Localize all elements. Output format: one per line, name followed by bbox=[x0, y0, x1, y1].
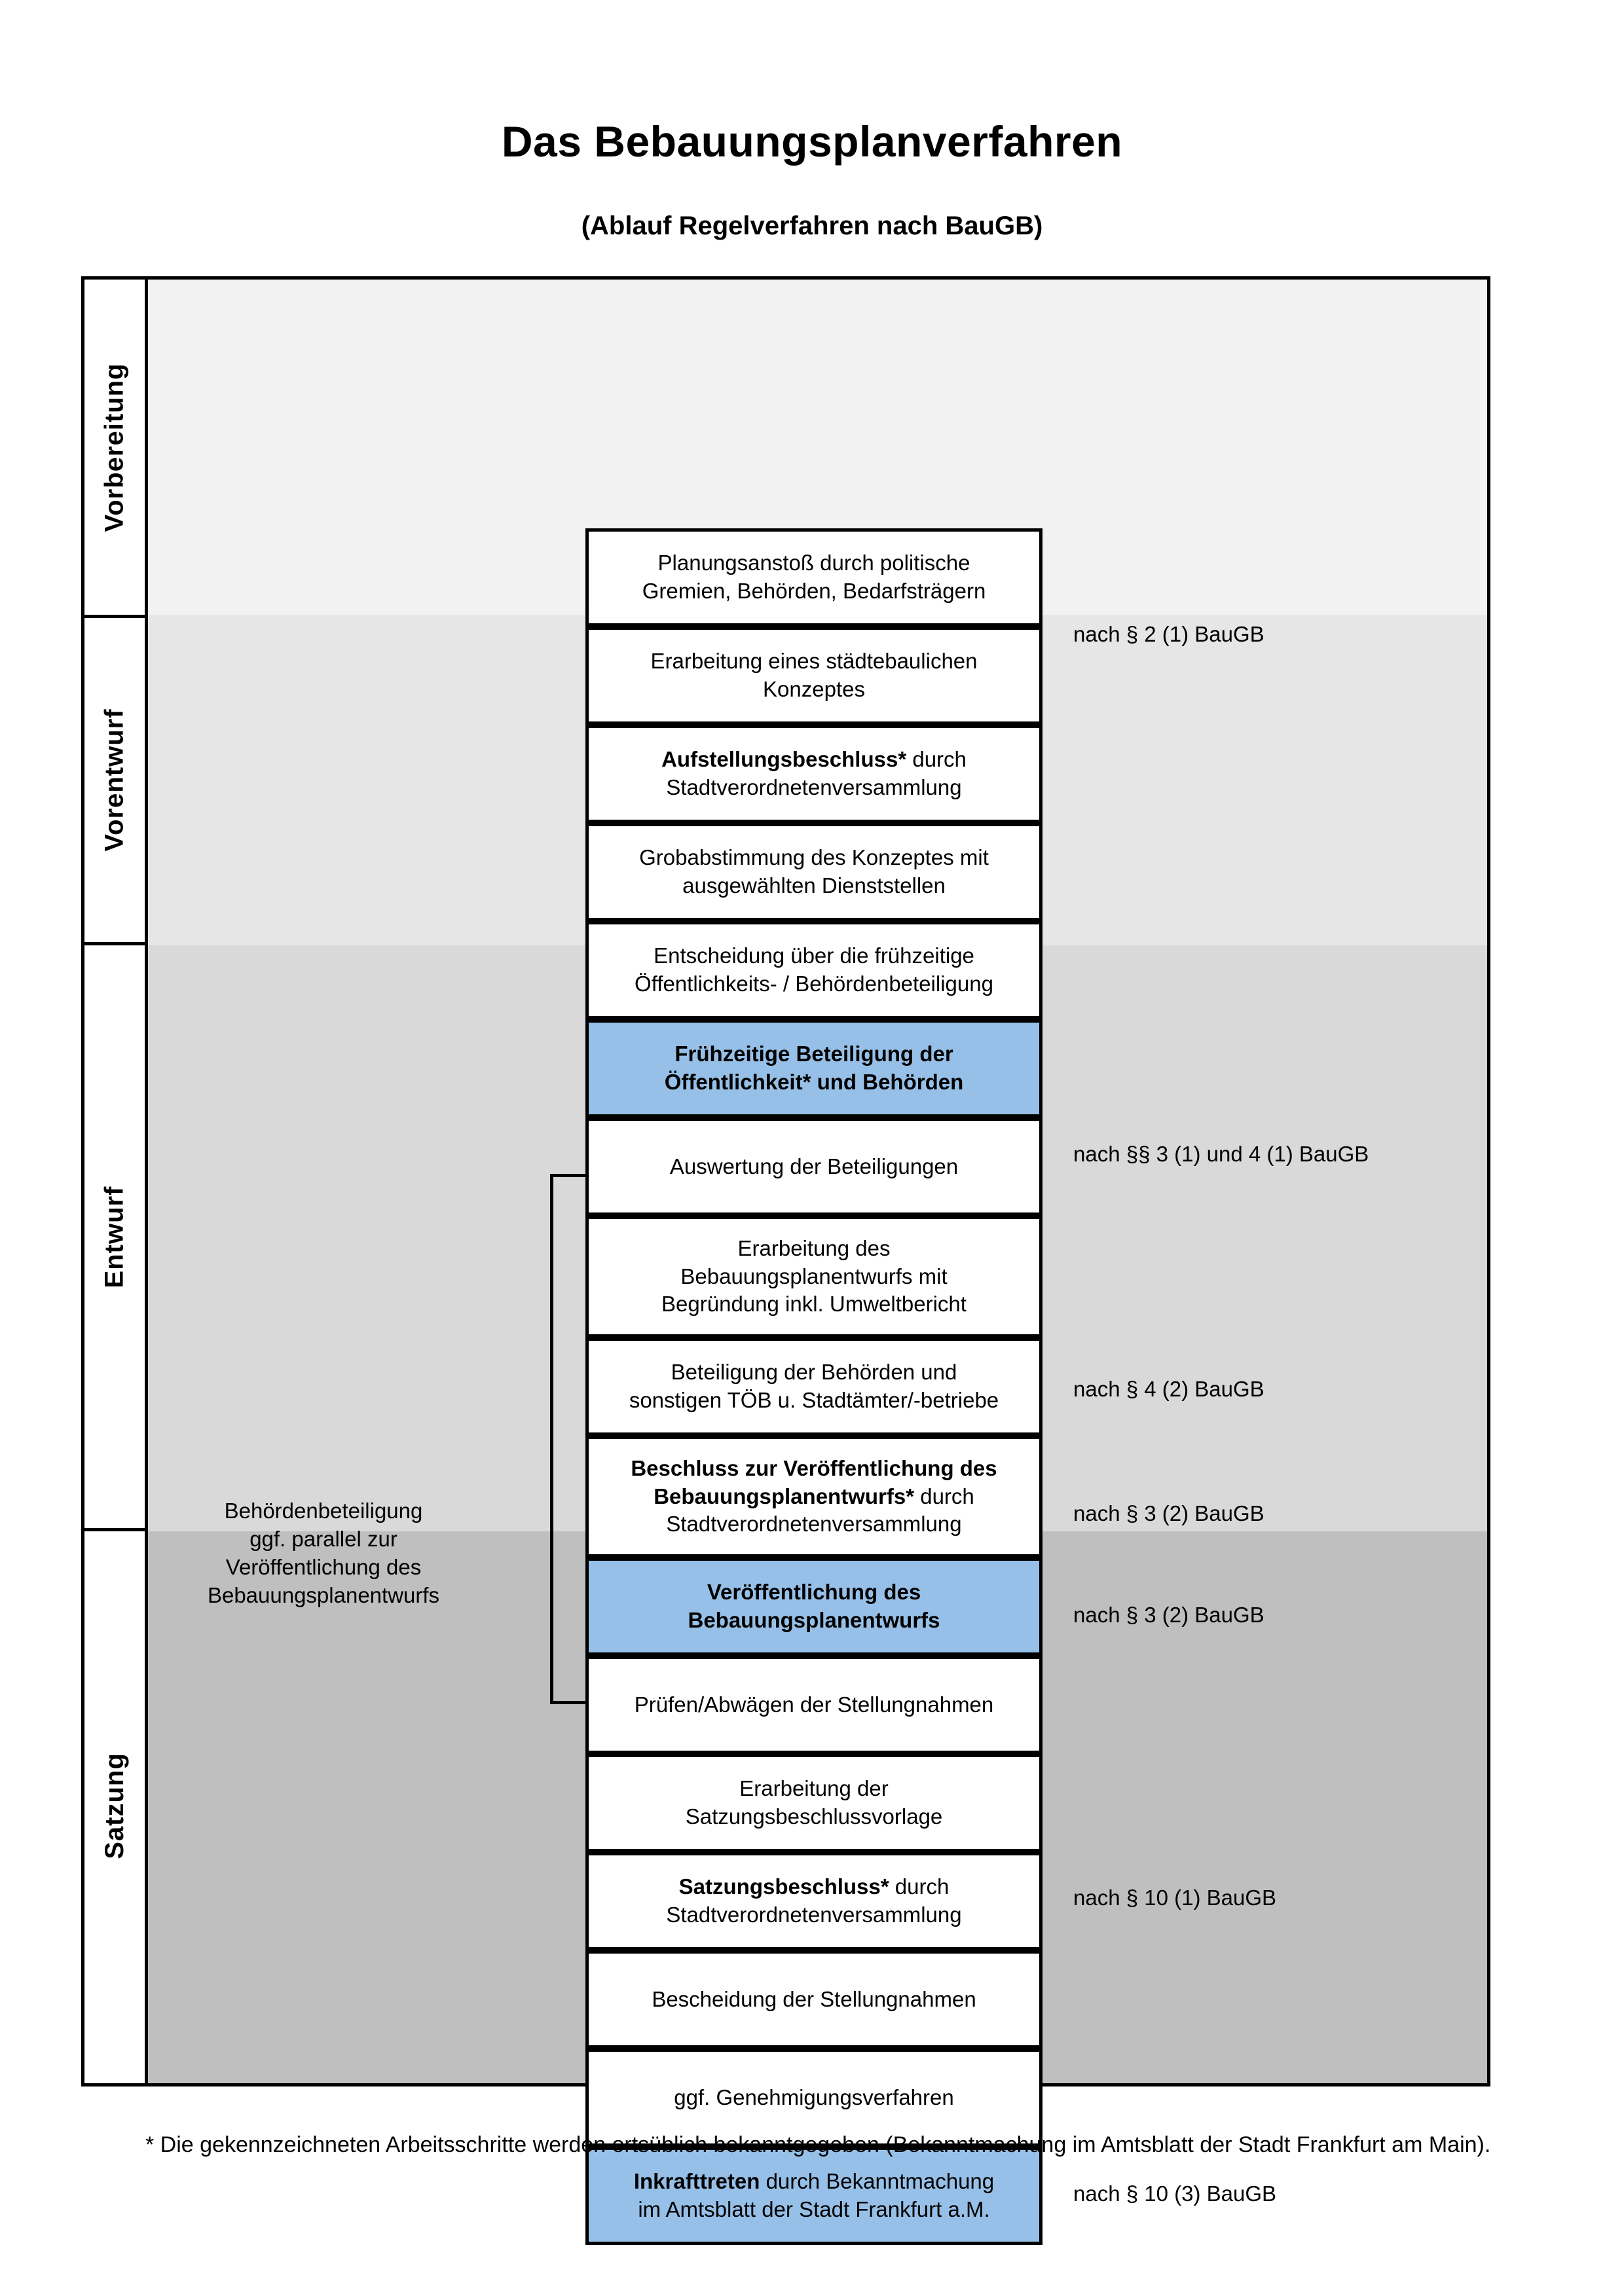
step-line-2: Stadtverordnetenversammlung bbox=[666, 1903, 962, 1927]
page-title: Das Bebauungsplanverfahren bbox=[501, 117, 1123, 166]
step-line-1: Planungsanstoß durch politische bbox=[657, 551, 970, 575]
legal-ref-2-1: nach § 2 (1) BauGB bbox=[1073, 622, 1264, 646]
step-line-3: Begründung inkl. Umweltbericht bbox=[661, 1292, 967, 1317]
step-box-pruefen-abwaegen[interactable]: Prüfen/Abwägen der Stellungnahmen bbox=[585, 1656, 1043, 1754]
step-line-1: Prüfen/Abwägen der Stellungnahmen bbox=[634, 1692, 994, 1717]
step-line-1: Auswertung der Beteiligungen bbox=[669, 1154, 959, 1178]
step-box-bescheidung[interactable]: Bescheidung der Stellungnahmen bbox=[585, 1950, 1043, 2049]
legal-ref-4-2: nach § 4 (2) BauGB bbox=[1073, 1377, 1264, 1401]
sidenote-behoerdenbeteiligung: Behördenbeteiligung ggf. parallel zur Ve… bbox=[183, 1497, 464, 1610]
legal-ref-3-2-a: nach § 3 (2) BauGB bbox=[1073, 1501, 1264, 1525]
phase-label-vorbereitung: Vorbereitung bbox=[100, 363, 129, 532]
step-line-3: Stadtverordnetenversammlung bbox=[666, 1512, 962, 1537]
step-box-beteiligung-behoerden[interactable]: Beteiligung der Behörden und sonstigen TÖ… bbox=[585, 1338, 1043, 1436]
step-text: Prüfen/Abwägen der Stellungnahmen bbox=[635, 1691, 994, 1719]
step-line-2: Bebauungsplanentwurfs bbox=[688, 1608, 940, 1632]
step-line-2: Öffentlichkeit* und Behörden bbox=[664, 1070, 964, 1094]
step-line-2: Satzungsbeschlussvorlage bbox=[685, 1804, 943, 1829]
phase-cell-entwurf: Entwurf bbox=[84, 942, 145, 1528]
step-line-1: Entscheidung über die frühzeitige bbox=[654, 943, 974, 968]
step-box-grobabstimmung[interactable]: Grobabstimmung des Konzeptes mit ausgewäh… bbox=[585, 823, 1043, 921]
step-line-2: Öffentlichkeits- / Behördenbeteiligung bbox=[635, 972, 993, 996]
step-line-2: ausgewählten Dienststellen bbox=[682, 873, 946, 898]
step-line-1-rest: durch bbox=[889, 1874, 950, 1899]
phase-cell-vorentwurf: Vorentwurf bbox=[84, 615, 145, 942]
step-emphasis: Satzungsbeschluss* bbox=[678, 1874, 889, 1899]
page-subtitle: (Ablauf Regelverfahren nach BauGB) bbox=[581, 211, 1043, 240]
step-text: Beteiligung der Behörden und sonstigen TÖ… bbox=[629, 1358, 999, 1415]
legal-ref-10-1: nach § 10 (1) BauGB bbox=[1073, 1886, 1277, 1910]
step-line-2: Konzeptes bbox=[763, 677, 865, 701]
legal-ref-10-3: nach § 10 (3) BauGB bbox=[1073, 2181, 1277, 2206]
step-emphasis-2: Bebauungsplanentwurfs* bbox=[654, 1484, 915, 1508]
step-box-inkrafttreten[interactable]: Inkrafttreten durch Bekanntmachung im Amt… bbox=[585, 2147, 1043, 2245]
step-text: Inkrafttreten durch Bekanntmachung im Amt… bbox=[634, 2168, 994, 2224]
step-line-1: Veröffentlichung des bbox=[707, 1580, 921, 1605]
step-emphasis-1: Beschluss zur Veröffentlichung des bbox=[631, 1455, 997, 1480]
step-line-1: Grobabstimmung des Konzeptes mit bbox=[639, 845, 989, 870]
phase-cell-satzung: Satzung bbox=[84, 1528, 145, 2080]
sidenote-line-1: Behördenbeteiligung bbox=[224, 1499, 423, 1523]
step-box-auswertung[interactable]: Auswertung der Beteiligungen bbox=[585, 1118, 1043, 1216]
step-line-1: ggf. Genehmigungsverfahren bbox=[674, 2085, 954, 2109]
bracket-left-segment bbox=[550, 1174, 553, 1704]
step-line-1-rest: durch Bekanntmachung bbox=[760, 2169, 995, 2194]
phase-cell-vorbereitung: Vorbereitung bbox=[84, 280, 145, 615]
step-line-1: Frühzeitige Beteiligung der bbox=[674, 1042, 953, 1066]
sidenote-line-2: ggf. parallel zur bbox=[249, 1526, 397, 1551]
sidenote-line-4: Bebauungsplanentwurfs bbox=[207, 1582, 440, 1607]
step-text: Auswertung der Beteiligungen bbox=[670, 1153, 958, 1181]
diagram-frame: Vorbereitung Vorentwurf Entwurf Satzung bbox=[81, 276, 1490, 2245]
step-emphasis: Inkrafttreten bbox=[633, 2169, 760, 2194]
step-line-1-rest: durch bbox=[906, 747, 967, 772]
footnote: * Die gekennzeichneten Arbeitsschritte w… bbox=[145, 2132, 1491, 2157]
step-box-genehmigungsverfahren[interactable]: ggf. Genehmigungsverfahren bbox=[585, 2049, 1043, 2147]
step-text: Grobabstimmung des Konzeptes mit ausgewäh… bbox=[639, 844, 989, 900]
step-text: Bescheidung der Stellungnahmen bbox=[652, 1986, 976, 2014]
step-emphasis: Aufstellungsbeschluss* bbox=[661, 747, 907, 772]
step-line-2-rest: durch bbox=[914, 1484, 974, 1508]
step-line-1: Beteiligung der Behörden und bbox=[671, 1360, 957, 1385]
phase-label-satzung: Satzung bbox=[100, 1752, 129, 1859]
step-line-1: Erarbeitung des bbox=[737, 1235, 891, 1260]
step-line-2: Bebauungsplanentwurfs mit bbox=[680, 1264, 948, 1288]
legal-ref-3-1-4-1: nach §§ 3 (1) und 4 (1) BauGB bbox=[1073, 1142, 1369, 1166]
step-line-2: im Amtsblatt der Stadt Frankfurt a.M. bbox=[638, 2197, 990, 2221]
step-text: ggf. Genehmigungsverfahren bbox=[674, 2084, 953, 2112]
phase-label-vorentwurf: Vorentwurf bbox=[100, 708, 129, 852]
step-line-1: Erarbeitung eines städtebaulichen bbox=[650, 649, 978, 674]
phase-label-entwurf: Entwurf bbox=[100, 1186, 129, 1288]
sidenote-line-3: Veröffentlichung des bbox=[225, 1554, 422, 1579]
legal-ref-3-2-b: nach § 3 (2) BauGB bbox=[1073, 1603, 1264, 1627]
step-line-1: Erarbeitung der bbox=[739, 1776, 889, 1801]
phase-column: Vorbereitung Vorentwurf Entwurf Satzung bbox=[84, 280, 148, 2083]
step-line-2: Stadtverordnetenversammlung bbox=[666, 775, 962, 799]
step-line-2: sonstigen TÖB u. Stadtämter/-betriebe bbox=[629, 1388, 999, 1412]
step-line-1: Bescheidung der Stellungnahmen bbox=[652, 1986, 976, 2011]
step-line-2: Gremien, Behörden, Bedarfsträgern bbox=[642, 579, 986, 603]
